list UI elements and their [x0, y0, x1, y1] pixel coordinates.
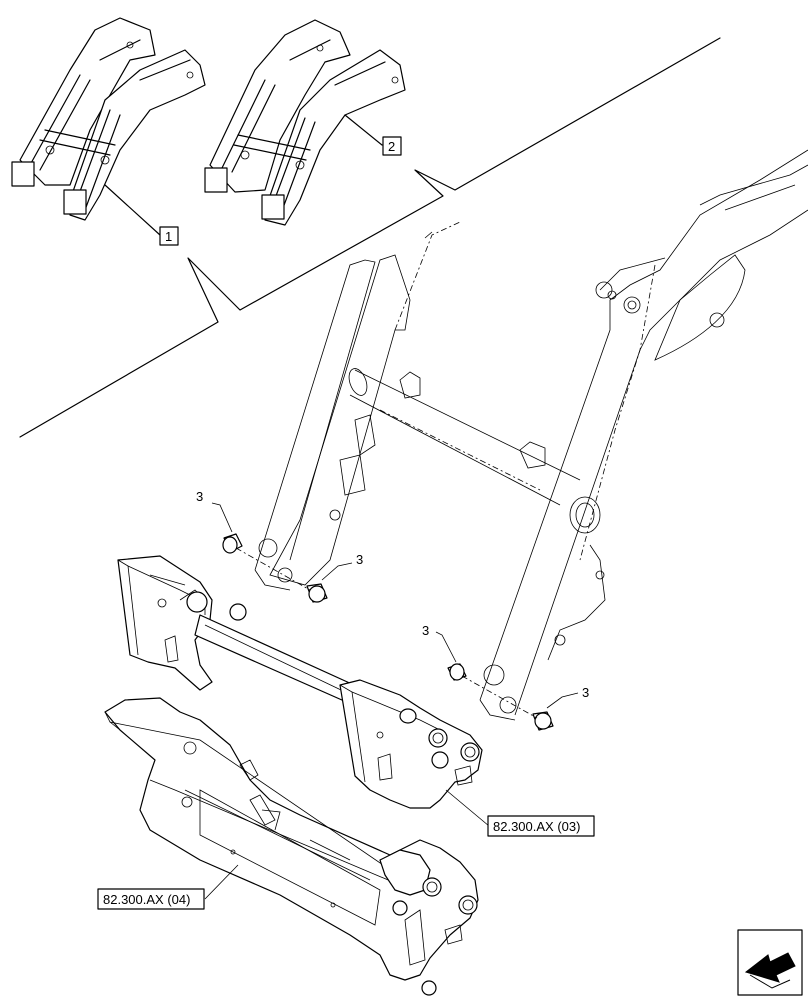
callout-label-3c: 3 — [422, 623, 429, 638]
bushing-lower-left[interactable] — [447, 663, 467, 681]
bushing-upper-right[interactable] — [306, 583, 328, 603]
callout-box-1[interactable] — [159, 226, 179, 246]
leader-3a — [211, 502, 233, 533]
bushing-upper-left[interactable] — [222, 533, 243, 554]
ref-box-04[interactable] — [97, 888, 205, 910]
mounting-frame-04[interactable] — [104, 697, 479, 996]
leader-line-1 — [104, 184, 161, 236]
ref-label-03: 82.300.AX (03) — [493, 819, 580, 834]
callout-label-1: 1 — [165, 229, 172, 244]
navigation-arrow-icon[interactable] — [737, 929, 803, 996]
leader-ref-03 — [445, 789, 490, 827]
callout-label-3d: 3 — [582, 685, 589, 700]
leader-3b — [321, 562, 353, 581]
main-loader-frame — [254, 149, 808, 721]
axis-line-lower — [461, 675, 538, 719]
break-line — [19, 37, 721, 438]
ref-box-03[interactable] — [487, 815, 595, 837]
leader-3c — [435, 631, 457, 663]
mounting-frame-03[interactable] — [117, 555, 483, 809]
callout-label-3b: 3 — [356, 552, 363, 567]
callout-box-2[interactable] — [382, 136, 402, 156]
callout-label-2: 2 — [388, 139, 395, 154]
leader-ref-04 — [204, 864, 239, 900]
callout-label-3a: 3 — [196, 489, 203, 504]
leader-3d — [546, 692, 579, 709]
leader-line-2 — [344, 114, 383, 146]
bushing-lower-right[interactable] — [532, 711, 554, 731]
ref-label-04: 82.300.AX (04) — [103, 892, 190, 907]
loader-variant-1-thumbnail[interactable] — [11, 17, 206, 221]
loader-variant-2-thumbnail[interactable] — [204, 19, 406, 226]
axis-line-upper — [235, 547, 311, 591]
